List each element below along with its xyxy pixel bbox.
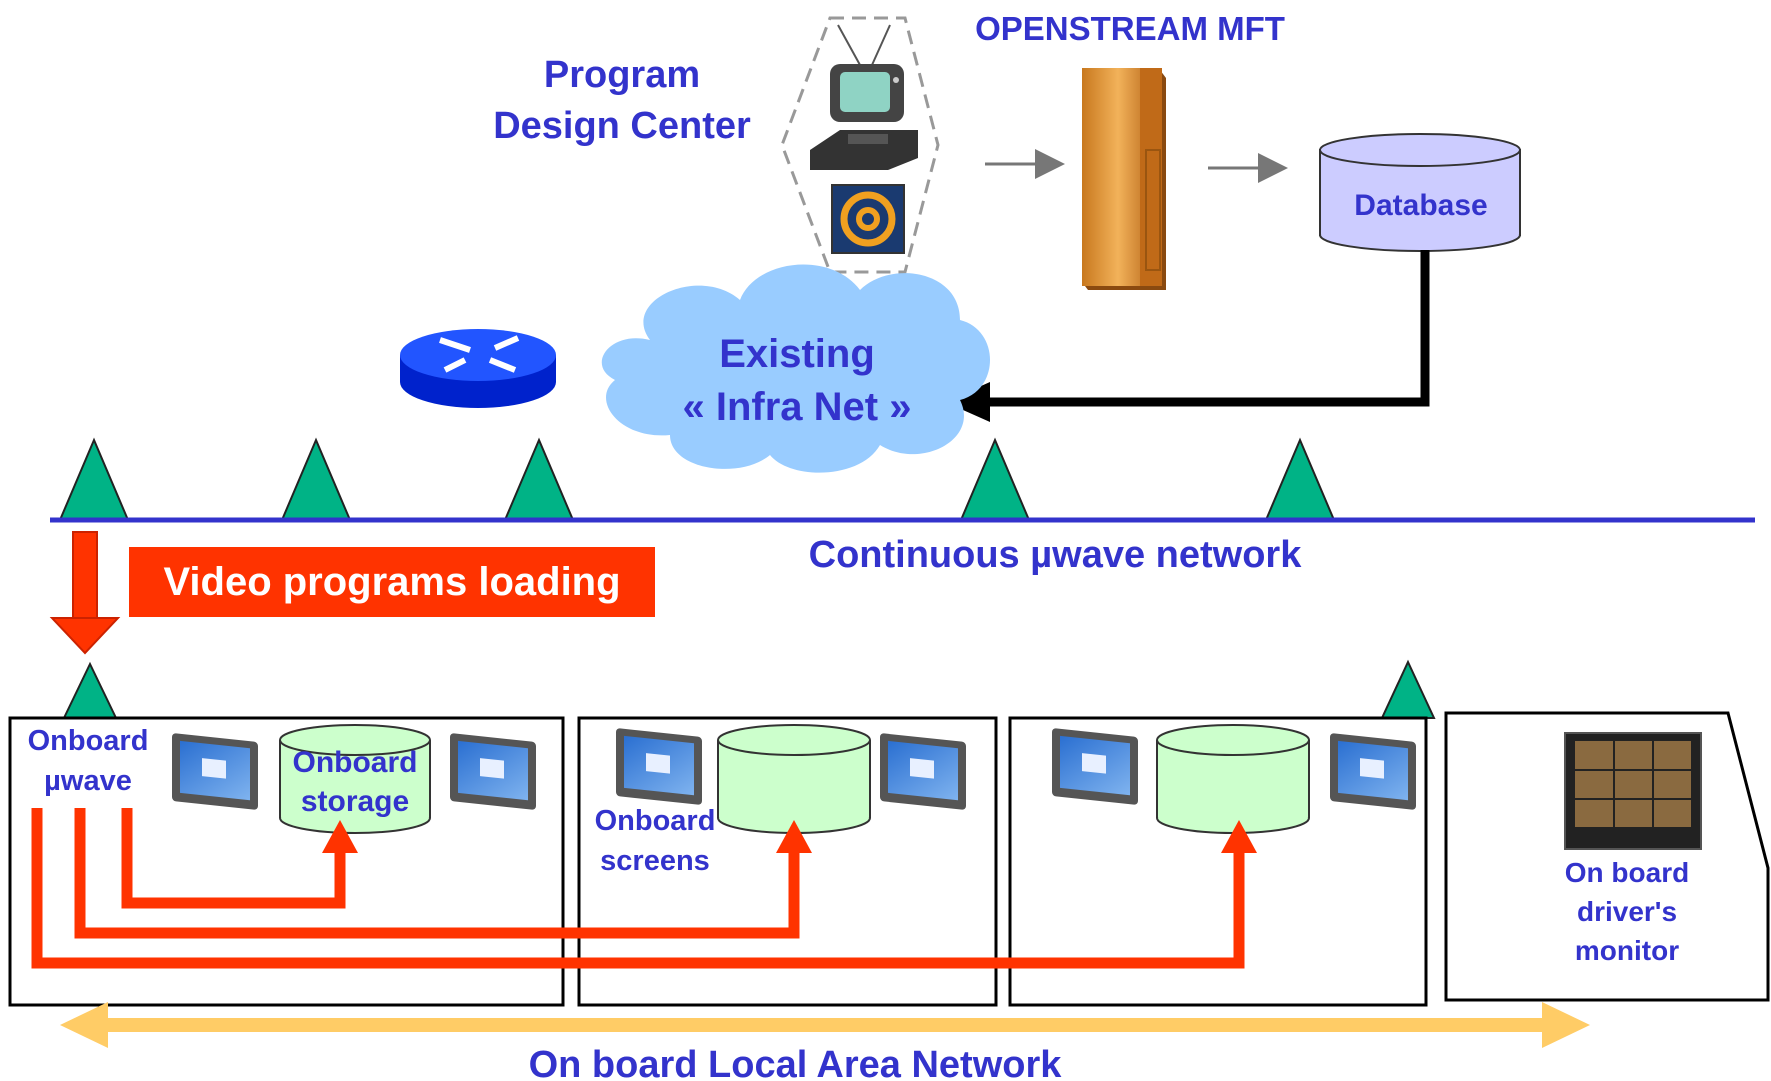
- database-label: Database: [1354, 189, 1487, 222]
- train-car-2: [577, 716, 998, 1007]
- existing-label: Existing: [719, 332, 875, 376]
- settop-box-icon: [810, 130, 918, 170]
- video-loading-label: Video programs loading: [163, 560, 620, 604]
- monitor-icon: [1564, 732, 1702, 850]
- connector-arrowhead: [945, 382, 990, 422]
- onboard-storage-cylinder: [279, 724, 431, 834]
- antenna-icon: [58, 437, 130, 521]
- infra-net-label: « Infra Net »: [683, 385, 912, 429]
- onboard-screens-label-1: Onboard: [595, 805, 716, 837]
- distribution-arrows: [31, 808, 1245, 969]
- antenna-icon: [503, 437, 575, 521]
- storage-arrowhead: [776, 820, 812, 853]
- onboard-storage-label-2: storage: [301, 785, 409, 818]
- server-tower-icon: [1082, 68, 1166, 290]
- onboard-antenna-icon: [62, 661, 118, 719]
- onboard-uwave-label-2: µwave: [44, 765, 132, 797]
- storage-arrowhead: [322, 820, 358, 853]
- screen-icon: [1330, 733, 1416, 810]
- program-design-center-label-2: Design Center: [493, 105, 751, 147]
- screen-icon: [1052, 728, 1138, 805]
- onboard-uwave-label-1: Onboard: [28, 725, 149, 757]
- at-sign-icon: [831, 184, 905, 254]
- media-sources-group: [780, 16, 940, 274]
- driver-monitor-label-3: monitor: [1575, 935, 1679, 966]
- driver-monitor-label-1: On board: [1565, 857, 1689, 888]
- driver-monitor-label-2: driver's: [1577, 896, 1677, 927]
- storage-arrowhead: [1221, 820, 1257, 853]
- storage-cylinder: [1156, 724, 1310, 834]
- database-to-cloud-connector: [990, 250, 1430, 407]
- screen-icon: [880, 733, 966, 810]
- antenna-icon: [1264, 437, 1336, 521]
- router-icon: [400, 329, 556, 408]
- screen-icon: [616, 728, 702, 805]
- screen-icon: [450, 733, 536, 810]
- antenna-icon: [959, 437, 1031, 521]
- onboard-screens-label-2: screens: [600, 845, 710, 877]
- tv-icon: [830, 24, 904, 122]
- storage-cylinder: [717, 724, 871, 834]
- train-car-3: [1008, 716, 1428, 1007]
- lan-double-arrow: [60, 1002, 1590, 1048]
- train-car-1: [8, 716, 565, 1007]
- program-design-center-label-1: Program: [544, 54, 700, 96]
- antenna-icon: [280, 437, 352, 521]
- video-loading-banner: [129, 547, 655, 617]
- onboard-antenna-icon: [1380, 659, 1436, 719]
- loading-down-arrow: [49, 531, 121, 655]
- infra-net-cloud: [601, 264, 990, 473]
- screen-icon: [172, 733, 258, 810]
- continuous-network-label: Continuous µwave network: [809, 534, 1303, 576]
- database-cylinder: [1319, 133, 1521, 252]
- openstream-mft-label: OPENSTREAM MFT: [975, 10, 1285, 47]
- lan-label: On board Local Area Network: [529, 1044, 1063, 1081]
- onboard-storage-label-1: Onboard: [293, 746, 418, 779]
